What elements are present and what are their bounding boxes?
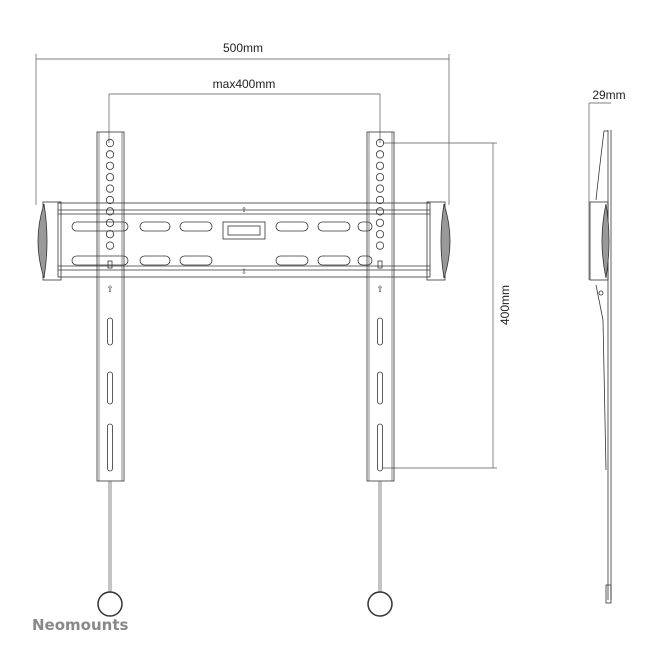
depth-label: 29mm (592, 88, 625, 102)
side-view: 29mm (588, 88, 626, 604)
rail-slot (275, 255, 309, 266)
end-cap-left (37, 201, 62, 281)
width-label: 500mm (223, 41, 263, 55)
rail-slot (139, 255, 171, 266)
rail-slot (357, 221, 373, 232)
svg-text:⇧: ⇧ (106, 284, 114, 294)
strip-left: ⇧ (96, 131, 125, 617)
svg-text:⇧: ⇧ (241, 206, 247, 214)
rail-slot (317, 221, 351, 232)
rail-slot (139, 221, 171, 232)
wall-rail: ⇧ ⇩ (57, 202, 431, 278)
svg-text:⇧: ⇧ (376, 284, 384, 294)
rail-slot (71, 221, 129, 232)
strip-right: ⇧ (366, 131, 395, 617)
pull-ring (97, 591, 123, 617)
rail-slot (179, 221, 213, 232)
dimension-max400mm: max400mm (108, 77, 381, 143)
pull-ring (367, 591, 393, 617)
dimension-500mm: 500mm (35, 41, 450, 205)
height-label: 400mm (498, 285, 512, 325)
dimension-400mm: 400mm (383, 142, 512, 469)
svg-text:⇩: ⇩ (241, 268, 247, 276)
rail-slot (179, 255, 213, 266)
rail-slot (275, 221, 309, 232)
rail-slot (357, 255, 373, 266)
brand-logo: Neomounts (32, 616, 128, 634)
rail-slot (71, 255, 129, 266)
rail-slot (317, 255, 351, 266)
vesa-label: max400mm (213, 77, 276, 91)
end-cap-right (426, 201, 451, 281)
